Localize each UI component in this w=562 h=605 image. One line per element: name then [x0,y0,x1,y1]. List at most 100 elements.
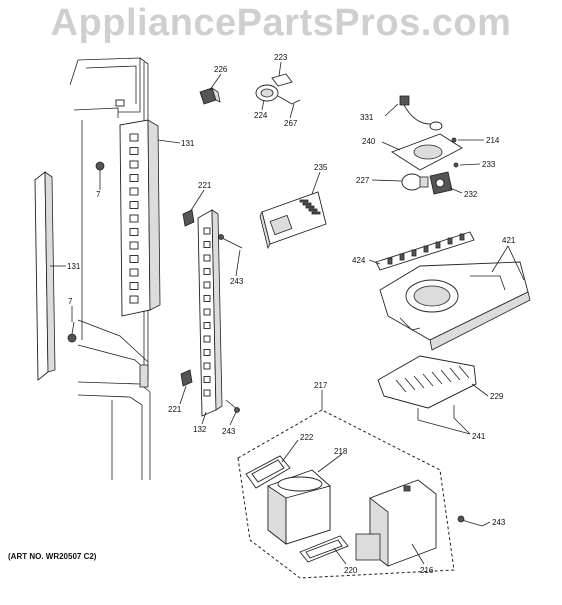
support-slot [203,268,211,275]
support-slot [203,254,211,262]
support-slot [129,268,139,277]
support-slot [203,362,211,370]
bin-cover-218 [267,469,331,545]
ice-bucket-216 [355,479,437,567]
callout-labels: 226 223 224 267 131 131 7 7 221 221 243 … [67,53,516,575]
grille-slat [440,369,452,383]
support-slot [129,228,139,236]
board-connector [411,249,417,257]
label-7-upper: 7 [96,190,101,199]
label-267: 267 [284,119,298,128]
clip-221-lower [180,369,193,387]
label-226: 226 [214,65,228,74]
label-331: 331 [360,113,374,122]
support-slot [203,227,211,235]
part-226-block [199,87,221,105]
part-224-lamp-socket [255,84,279,102]
screw-243-upper [218,234,243,249]
panel-vent [299,199,309,203]
label-421: 421 [502,236,516,245]
support-slot [129,160,139,169]
label-229: 229 [490,392,504,401]
support-slot [203,389,211,397]
part-227-bulb [401,173,429,191]
grille-slat [431,371,443,385]
screw-214 [451,137,457,143]
label-233: 233 [482,160,496,169]
label-223: 223 [274,53,288,62]
screw-233 [453,162,459,168]
label-131-left: 131 [67,262,81,271]
support-slot [129,147,139,155]
label-218: 218 [334,447,348,456]
board-connector [435,241,441,249]
support-slot [203,308,211,316]
board-connector [459,233,465,241]
label-240: 240 [362,137,376,146]
board-connector [399,253,405,261]
label-131-center: 131 [181,139,195,148]
support-slot [129,133,139,142]
support-slot [203,376,211,383]
label-243-lower: 243 [222,427,236,436]
support-slot [129,255,139,263]
support-slot [129,201,139,209]
screw-243-lower [225,399,240,413]
label-241: 241 [472,432,486,441]
support-slot [129,187,139,196]
grille-slat [404,377,416,391]
screw-7-upper [95,161,105,180]
label-227: 227 [356,176,370,185]
label-221-lower: 221 [168,405,182,414]
support-slot [129,282,139,290]
label-235: 235 [314,163,328,172]
panel-vent [302,202,312,206]
label-232: 232 [464,190,478,199]
ice-assembly-217 [237,409,455,579]
board-connector [423,245,429,253]
shelf-support-132 [197,209,223,417]
screws-241 [417,405,455,420]
label-132: 132 [193,425,207,434]
grille-slat [395,379,407,393]
support-slot [203,281,211,289]
label-221-upper: 221 [198,181,212,190]
label-220: 220 [344,566,358,575]
board-connector [387,257,393,265]
label-243-upper: 243 [230,277,244,286]
grille-cover-229 [377,355,477,409]
part-232-bulb-socket [429,171,453,195]
label-224: 224 [254,111,268,120]
label-424: 424 [352,256,366,265]
part-331-switch [399,95,443,131]
support-slot [129,295,139,304]
support-slot [129,241,139,250]
part-267-wire [277,95,301,105]
support-slot [203,295,211,302]
support-slot [129,214,139,223]
panel-vent [308,208,318,212]
grille-slat [449,367,461,381]
support-slot [203,241,211,248]
grille-slat [413,375,425,389]
panel-vent [305,205,315,209]
seal-220 [299,535,349,563]
gasket-222 [245,455,291,489]
clip-221-upper [182,209,195,227]
label-217: 217 [314,381,328,390]
label-216: 216 [420,566,434,575]
screw-243-bottom [457,515,483,527]
support-slot [129,174,139,182]
label-243-bottom: 243 [492,518,506,527]
label-7-lower: 7 [68,297,73,306]
grille-slat [422,373,434,387]
board-connector [447,237,453,245]
leader-lines [50,61,525,565]
part-240-light-housing [391,133,463,171]
control-panel-235 [259,191,327,250]
support-slot [203,322,211,329]
shelf-support-131-center [119,119,161,317]
panel-vent [311,211,321,215]
